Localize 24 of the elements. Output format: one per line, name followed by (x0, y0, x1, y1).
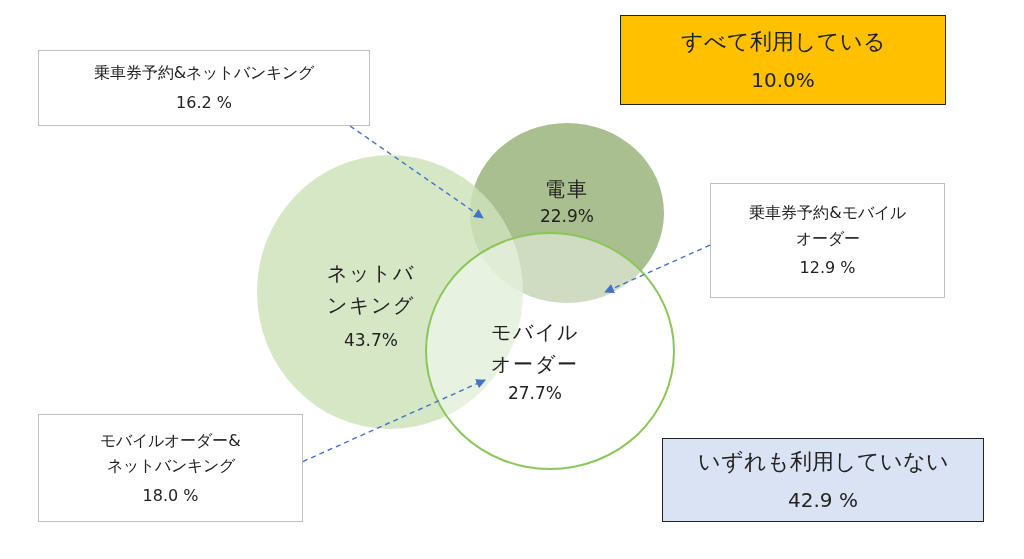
percentage-value: 18.0 % (142, 484, 199, 507)
leader-arrow (604, 244, 711, 293)
category-label: 電車 (544, 176, 590, 203)
percentage-value: 22.9% (539, 205, 595, 228)
category-label: ネットバンキング (326, 260, 416, 319)
leader-arrow (302, 379, 486, 463)
percentage-value: 42.9 % (788, 486, 858, 514)
percentage-value: 27.7% (507, 382, 563, 405)
category-label: 乗車券予約&ネットバンキング (93, 62, 315, 85)
leader-arrow (349, 125, 484, 219)
category-label: 乗車券予約&モバイルオーダー (748, 202, 907, 250)
label-box (662, 438, 984, 522)
category-label: モバイルオーダー&ネットバンキング (99, 429, 242, 478)
label-box (710, 183, 945, 298)
label-box (38, 414, 303, 522)
percentage-value: 10.0% (751, 66, 815, 94)
label-box (38, 50, 370, 126)
percentage-value: 43.7% (343, 329, 399, 352)
percentage-value: 16.2 % (176, 92, 232, 114)
category-label: すべて利用している (680, 28, 886, 57)
label-box (620, 15, 946, 105)
category-label: いずれも利用していない (697, 448, 949, 477)
category-label: モバイルオーダー (490, 319, 580, 378)
percentage-value: 12.9 % (799, 257, 856, 280)
